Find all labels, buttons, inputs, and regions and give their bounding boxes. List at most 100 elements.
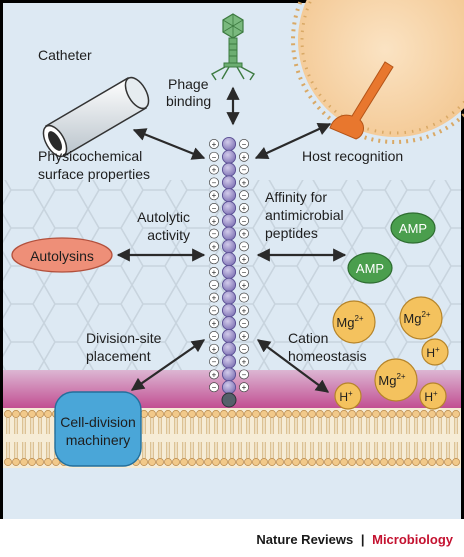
charge-symbol: + bbox=[212, 217, 217, 226]
autolysins-label: Autolysins bbox=[30, 248, 94, 264]
charge-symbol: + bbox=[212, 242, 217, 251]
chain-bead bbox=[221, 354, 237, 369]
charge-marker bbox=[239, 139, 249, 149]
chain-bead bbox=[221, 252, 237, 267]
chain-bead bbox=[221, 277, 237, 292]
phage-label-line1: Phage bbox=[168, 76, 209, 92]
phage-icon bbox=[210, 13, 256, 81]
chain-bead bbox=[221, 162, 237, 177]
charge-marker bbox=[209, 241, 219, 252]
charge-marker bbox=[209, 292, 219, 303]
chain-bead bbox=[221, 226, 237, 241]
charge-marker bbox=[239, 190, 249, 201]
amp-pill-1: AMP bbox=[390, 212, 436, 244]
charge-symbol: − bbox=[212, 358, 217, 367]
charge-marker bbox=[209, 254, 219, 265]
cations: Mg2+ Mg2+ H+ Mg2+ H+ H+ bbox=[332, 296, 449, 410]
charge-symbol: + bbox=[242, 153, 247, 162]
host-cell bbox=[291, 0, 464, 144]
charge-symbol: − bbox=[212, 255, 217, 264]
arrow-catheter bbox=[132, 128, 206, 160]
charge-marker bbox=[209, 343, 219, 354]
affinity-label-line1: Affinity for bbox=[265, 189, 327, 205]
chain-bead bbox=[221, 316, 237, 331]
charge-symbol: − bbox=[212, 383, 217, 392]
charge-symbol: − bbox=[242, 166, 247, 175]
charge-symbol: − bbox=[242, 345, 247, 354]
charge-marker bbox=[239, 279, 249, 290]
journal-section: Microbiology bbox=[372, 532, 454, 547]
physicochemical-label-line1: Physicochemical bbox=[38, 148, 142, 164]
chain-bead bbox=[221, 290, 237, 305]
charge-symbol: + bbox=[212, 268, 217, 277]
charge-marker bbox=[239, 254, 249, 265]
chain-bead bbox=[221, 136, 237, 152]
charge-marker bbox=[239, 241, 249, 252]
affinity-label-line2: antimicrobial bbox=[265, 207, 344, 223]
charge-marker bbox=[239, 356, 249, 367]
charge-symbol: + bbox=[242, 178, 247, 187]
arrows bbox=[116, 86, 347, 393]
mg-ion: Mg2+ bbox=[332, 300, 376, 344]
charge-marker bbox=[209, 318, 219, 329]
footer-separator: | bbox=[361, 532, 365, 547]
h-ion: H+ bbox=[334, 382, 362, 410]
svg-text:Nature Reviews | M: Nature Reviews | Microbiology bbox=[256, 532, 453, 547]
mg-ion: Mg2+ bbox=[399, 296, 443, 340]
arrow-host bbox=[254, 122, 332, 160]
charge-marker bbox=[209, 177, 219, 188]
cell-division-label-line1: Cell-division bbox=[60, 414, 135, 430]
host-recognition-label: Host recognition bbox=[302, 148, 403, 164]
charge-marker bbox=[239, 382, 249, 393]
charge-marker bbox=[239, 331, 249, 341]
charge-symbol: − bbox=[242, 370, 247, 379]
catheter-label: Catheter bbox=[38, 47, 92, 63]
charge-symbol: + bbox=[242, 281, 247, 290]
charge-marker bbox=[209, 267, 219, 277]
autolysins-pill: Autolysins bbox=[11, 237, 113, 273]
chain-bead bbox=[221, 239, 237, 254]
cation-label-line2: homeostasis bbox=[288, 348, 367, 364]
amp-label-1: AMP bbox=[399, 221, 427, 236]
charge-symbol: + bbox=[242, 230, 247, 239]
charge-marker bbox=[239, 228, 249, 239]
arrow-division bbox=[130, 339, 206, 391]
charge-symbol: + bbox=[212, 191, 217, 200]
charge-marker bbox=[209, 164, 219, 175]
mg-ion: Mg2+ bbox=[374, 358, 418, 402]
h-ion: H+ bbox=[419, 382, 447, 410]
division-site-label-line2: placement bbox=[86, 348, 151, 364]
catheter-icon bbox=[42, 76, 150, 158]
charge-symbol: − bbox=[212, 178, 217, 187]
charge-symbol: − bbox=[212, 281, 217, 290]
charge-symbol: − bbox=[242, 217, 247, 226]
charge-marker bbox=[209, 331, 219, 341]
footer-credit: Nature Reviews | Microbiology bbox=[256, 532, 453, 547]
charge-symbol: + bbox=[212, 294, 217, 303]
chain-bead bbox=[221, 328, 237, 344]
charge-symbol: − bbox=[242, 191, 247, 200]
charge-symbol: + bbox=[212, 319, 217, 328]
charge-marker bbox=[239, 151, 249, 162]
svg-text:Mg2+: Mg2+ bbox=[403, 310, 431, 326]
charge-marker bbox=[239, 215, 249, 226]
footer-band bbox=[0, 519, 464, 557]
charge-marker bbox=[239, 343, 249, 354]
charge-marker bbox=[239, 318, 249, 329]
charge-symbol: − bbox=[212, 153, 217, 162]
amp-label-2: AMP bbox=[356, 261, 384, 276]
charge-marker bbox=[239, 369, 249, 380]
autolytic-label-line1: Autolytic bbox=[137, 209, 190, 225]
charge-marker bbox=[209, 151, 219, 162]
charge-symbol: + bbox=[242, 255, 247, 264]
charge-symbol: − bbox=[212, 204, 217, 213]
h-ion: H+ bbox=[421, 338, 449, 366]
teichoic-acid-chain: +−−++−−++−−++−−++−−++−−++−−++−−++−−++−−+ bbox=[209, 136, 249, 408]
division-site-label-line1: Division-site bbox=[86, 330, 162, 346]
charge-symbol: − bbox=[212, 230, 217, 239]
charge-marker bbox=[209, 356, 219, 367]
charge-marker bbox=[209, 305, 219, 316]
charge-marker bbox=[209, 203, 219, 213]
charge-symbol: + bbox=[212, 345, 217, 354]
svg-text:H+: H+ bbox=[426, 345, 440, 360]
